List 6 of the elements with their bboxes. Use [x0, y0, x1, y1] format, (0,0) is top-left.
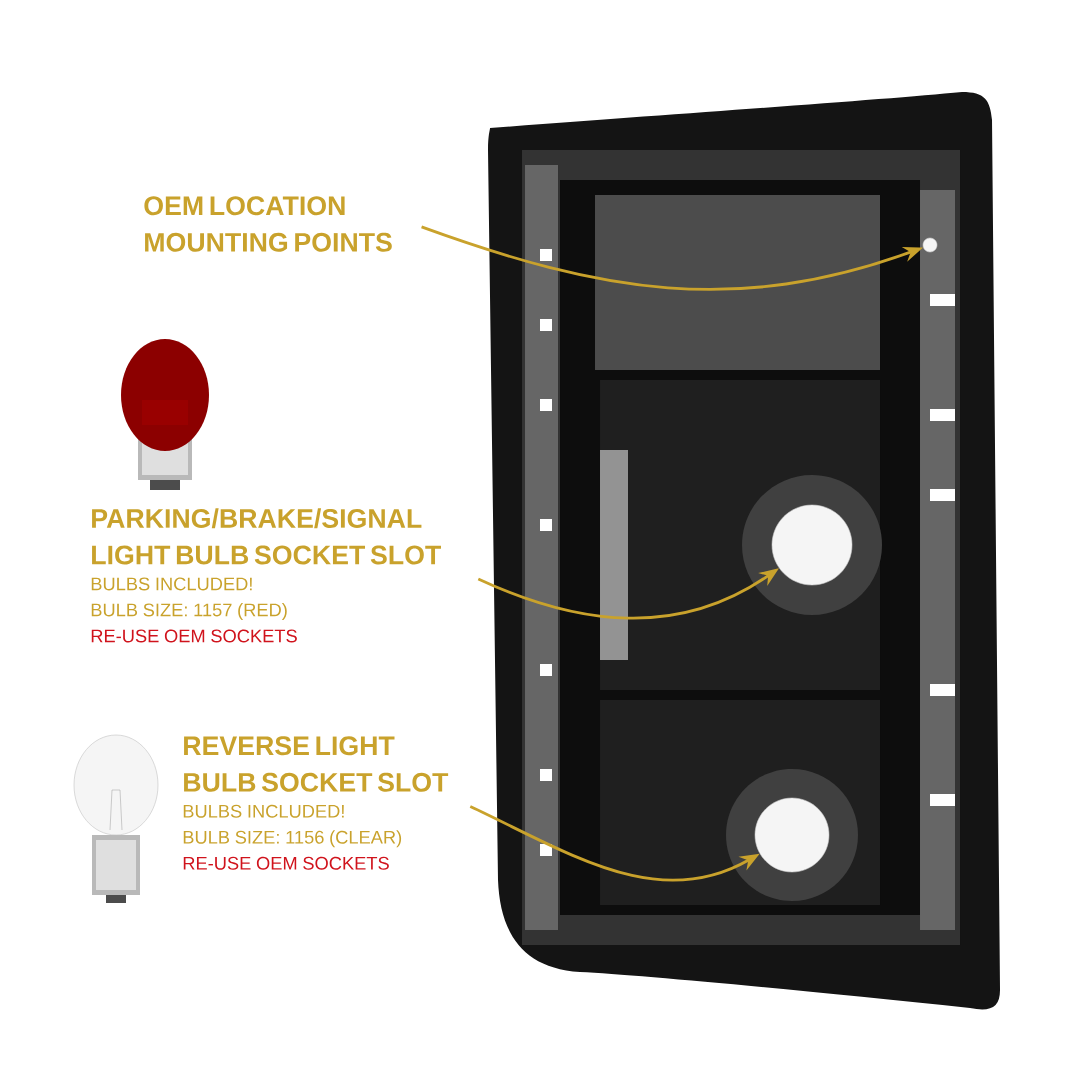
callout-text: PARKING/BRAKE/SIGNAL LIGHT BULB SOCKET SLOT BULBS INCLUDED! BULB SIZE: 1157 (RED) RE-USE OEM SOCKETS	[91, 508, 441, 643]
mounting-hole	[922, 237, 938, 253]
callout-text: OEM LOCATION MOUNTING POINTS	[144, 196, 392, 252]
socket-opening	[754, 797, 830, 873]
socket-opening	[771, 504, 853, 586]
callout-text: REVERSE LIGHT BULB SOCKET SLOT BULBS INCLUDED! BULB SIZE: 1156 (CLEAR) RE-USE OEM SOCKETS	[183, 736, 449, 870]
